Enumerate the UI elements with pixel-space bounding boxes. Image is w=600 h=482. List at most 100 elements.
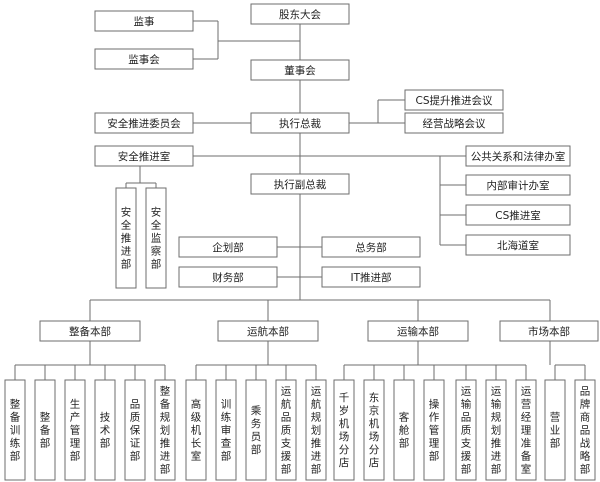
node-label: 千岁机场分店: [339, 392, 350, 469]
node-label-char: 质: [130, 412, 141, 424]
node-label: 训练审查部: [221, 399, 232, 463]
node-label-char: 理: [70, 438, 81, 450]
node-label-char: 作: [429, 412, 440, 424]
node-label-char: 分: [339, 444, 350, 456]
node-safety-office: 安全推进室: [94, 145, 194, 167]
node-label-char: 证: [130, 438, 141, 450]
node-label-char: 营: [521, 398, 532, 411]
node-dept: 运航品质支援部: [275, 379, 297, 481]
node-label-char: 机: [191, 424, 202, 437]
node-label-char: 经: [521, 411, 532, 424]
node-label: 整备本部: [69, 325, 111, 338]
node-label-char: 划: [160, 424, 171, 437]
node-label: 东京机场分店: [369, 391, 380, 469]
node-label: 安全推进委员会: [107, 117, 181, 130]
node-label-char: 全: [151, 219, 162, 232]
node-label-char: 备: [40, 424, 51, 437]
node-label-char: 部: [429, 450, 440, 463]
node-label-char: 练: [221, 411, 232, 424]
node-label: 内部审计办室: [487, 179, 550, 192]
node-label-char: 规: [491, 411, 502, 424]
node-dept: 品牌商品战略部: [574, 379, 596, 481]
node-dept: 高级机长室: [185, 379, 207, 481]
node-label: 运航规划推进部: [311, 386, 322, 476]
node-label: 公共关系和法律办室: [471, 150, 566, 163]
node-label-char: 理: [521, 425, 532, 437]
node-label-char: 整: [10, 398, 21, 411]
node-label-char: 运: [521, 386, 532, 398]
node-label-char: 店: [369, 456, 380, 469]
node-dept: 东京机场分店: [363, 379, 385, 481]
node-label: 北海道室: [497, 239, 539, 252]
node-label-char: 牌: [580, 398, 591, 411]
node-label: 整备训练部: [10, 398, 21, 463]
node-label-char: 运: [491, 386, 502, 398]
node-dept: 乘务员部: [245, 379, 267, 481]
node-label-char: 操: [429, 398, 440, 411]
node-label-char: 整: [160, 385, 171, 398]
node-label-char: 航: [281, 398, 292, 411]
node-label-char: 战: [580, 438, 591, 450]
node-label-char: 部: [10, 450, 21, 463]
node-label-char: 千: [339, 392, 350, 404]
connector-lines: [14, 20, 586, 380]
node-label-char: 术: [100, 425, 111, 437]
node-board-of-directors: 董事会: [250, 59, 350, 81]
node-dept: 操作管理部: [423, 379, 445, 481]
node-label-char: 品: [580, 425, 591, 437]
node-internal-audit-office: 内部审计办室: [465, 174, 571, 196]
node-division-flight-ops: 运航本部: [217, 320, 319, 342]
vertical-nodes: 安全推进部 安全监察部 整备训练部 整备部 生产管理部 技术部 品质保证部: [4, 187, 596, 481]
node-shareholders-meeting: 股东大会: [250, 3, 350, 25]
node-label: 安全推进室: [118, 150, 171, 163]
node-label: 企划部: [212, 241, 244, 254]
node-dept: 整备训练部: [4, 379, 26, 481]
node-label-char: 划: [311, 424, 322, 437]
node-dept: 千岁机场分店: [333, 379, 355, 481]
node-president: 执行总裁: [250, 112, 350, 134]
node-label-char: 级: [191, 412, 202, 424]
node-cs-promotion-meeting: CS提升推进会议: [404, 89, 504, 111]
node-safety-monitoring-dept: 安全监察部: [145, 187, 167, 289]
node-label: 执行副总裁: [274, 178, 327, 191]
node-label: 运输本部: [397, 325, 439, 338]
node-label: 技术部: [100, 411, 111, 450]
node-label-char: 店: [339, 456, 350, 469]
node-label-char: 营: [550, 411, 561, 424]
node-label-char: 运: [311, 386, 322, 398]
node-label-char: 推: [311, 437, 322, 450]
node-label-char: 安: [151, 206, 162, 219]
node-label-char: 长: [191, 438, 202, 450]
node-label-char: 备: [521, 450, 532, 463]
node-label: 品质保证部: [130, 399, 141, 463]
node-label-char: 练: [10, 437, 21, 450]
node-label: CS提升推进会议: [416, 94, 493, 107]
node-label-char: 客: [399, 411, 410, 424]
node-label-char: 技: [100, 411, 111, 424]
node-label: 运航本部: [247, 325, 289, 338]
node-label: 整备规划推进部: [160, 385, 171, 476]
node-label-char: 部: [221, 450, 232, 463]
node-label-char: 场: [339, 430, 350, 443]
node-label: 乘务员部: [251, 405, 262, 456]
node-label: CS推进室: [495, 209, 541, 222]
node-label-char: 推: [121, 232, 132, 245]
node-label: 高级机长室: [191, 398, 202, 463]
node-label: 运营经理准备室: [521, 386, 532, 476]
node-dept: 品质保证部: [124, 379, 146, 481]
node-label-char: 规: [160, 411, 171, 424]
node-label-char: 质: [281, 425, 292, 437]
node-label-char: 全: [121, 219, 132, 232]
node-dept: 运营经理准备室: [515, 379, 537, 481]
node-label: 营业部: [550, 411, 561, 450]
node-label: 操作管理部: [429, 398, 440, 463]
node-label-char: 管: [70, 424, 81, 437]
node-dept: 训练审查部: [215, 379, 237, 481]
node-dept: 生产管理部: [64, 379, 86, 481]
node-label-char: 部: [100, 437, 111, 450]
node-label-char: 品: [580, 386, 591, 398]
node-label-char: 援: [281, 450, 292, 463]
node-label-char: 推: [160, 437, 171, 450]
node-label: IT推进部: [350, 271, 391, 284]
node-label-char: 部: [160, 463, 171, 476]
